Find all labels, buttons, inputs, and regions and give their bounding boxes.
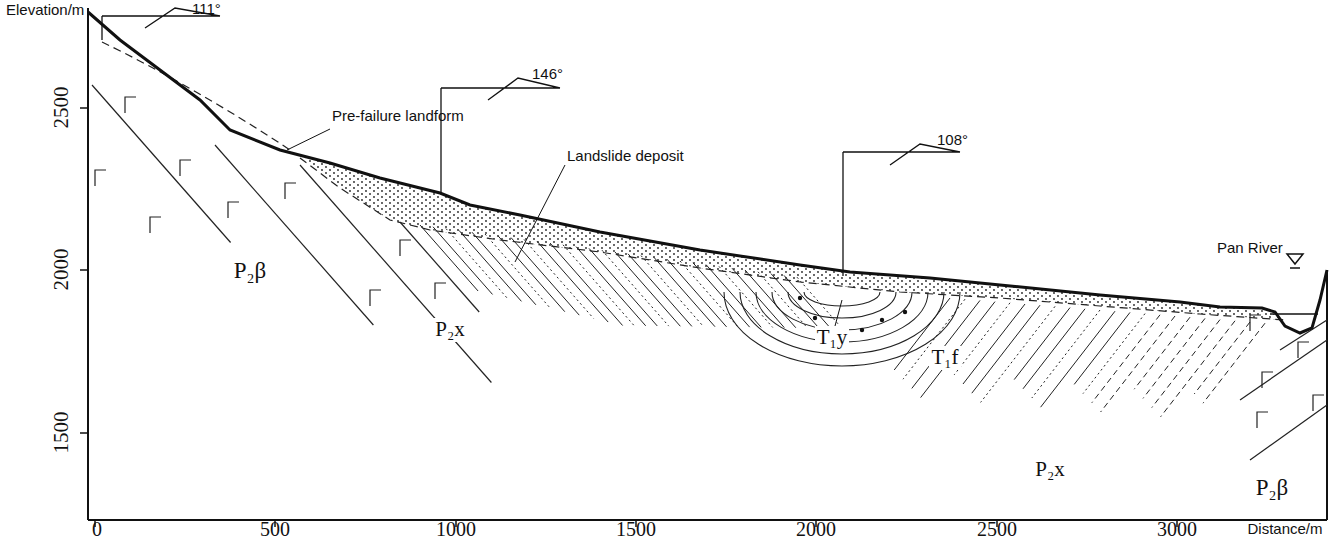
basalt-symbol (400, 240, 411, 256)
tick (80, 432, 88, 434)
syncline-fold (788, 292, 896, 318)
leader-lines (287, 129, 842, 326)
bedding-line (954, 303, 1010, 375)
bedding-line (1250, 405, 1327, 460)
bedding-line (1143, 318, 1205, 398)
bedding-line (963, 304, 1025, 384)
basalt-symbol (1262, 372, 1273, 388)
bedding-line (1083, 314, 1145, 394)
dip-angle: 108° (935, 132, 970, 149)
tick-label: 2000 (794, 518, 838, 540)
bedding-line (537, 241, 608, 322)
syncline-fold (724, 292, 960, 366)
basalt-symbol (1257, 412, 1268, 428)
tick-label: 1000 (434, 518, 478, 540)
dip-markers (102, 8, 960, 276)
basalt-symbol (370, 290, 381, 306)
callout-label: Pre-failure landform (330, 108, 466, 125)
basalt-symbol (285, 183, 296, 199)
tick-label: 2500 (50, 85, 73, 131)
bedding-line (903, 299, 965, 379)
basalt-symbol (95, 170, 106, 186)
bedding-line (1074, 312, 1130, 384)
bedding-line (550, 243, 623, 326)
dip-angle: 111° (190, 1, 223, 18)
landslide-deposit (300, 158, 1285, 320)
dip-angle: 146° (530, 66, 565, 83)
bedding-line (1280, 320, 1327, 350)
conglomerate-dot (860, 328, 864, 332)
basalt-symbol (228, 202, 239, 218)
formation-label: P₂β (1254, 475, 1291, 500)
bedding-line (1041, 311, 1115, 407)
formation-label: T₁f (929, 346, 960, 369)
formation-label: P₂x (1033, 458, 1067, 481)
conglomerate-dot (798, 296, 802, 300)
bedding-line (981, 306, 1055, 402)
tick (80, 107, 88, 109)
formation-label: P₂x (433, 318, 467, 341)
bedding-line (1203, 323, 1265, 403)
bedding-line (1134, 317, 1190, 389)
basalt-symbol (1313, 395, 1324, 411)
axis-title: Distance/m (1245, 521, 1324, 538)
basalt-symbol (150, 217, 161, 233)
river-label: Pan River (1215, 240, 1285, 257)
water-level (1270, 254, 1318, 314)
bedding-line (1161, 321, 1235, 417)
tick-label: 3000 (1155, 518, 1199, 540)
bedding-line (563, 245, 634, 326)
axis-title: Elevation/m (4, 2, 86, 19)
syncline-fold (772, 292, 912, 330)
callout-label: Landslide deposit (565, 148, 686, 165)
conglomerate-dot (880, 318, 884, 322)
conglomerate-dot (813, 316, 817, 320)
formation-label: T₁y (815, 326, 850, 349)
bedding-line (1194, 322, 1250, 394)
tick-label: 0 (90, 518, 104, 540)
tick-label: 500 (258, 518, 292, 540)
syncline-fold (804, 292, 880, 306)
tick (80, 269, 88, 271)
tick-label: 2000 (50, 247, 73, 293)
axis-ticks (80, 108, 1177, 527)
bedding-line (1240, 340, 1327, 400)
bedding-line (524, 239, 594, 318)
tick-label: 1500 (50, 410, 73, 456)
deposit-base (300, 158, 1285, 320)
bedding-line (576, 247, 646, 326)
basalt-symbol (125, 97, 136, 113)
axes (88, 8, 1327, 520)
formation-label: P₂β (232, 258, 269, 283)
basalt-symbol (180, 160, 191, 176)
bedding-line (921, 302, 995, 398)
conglomerate-dot (903, 310, 907, 314)
basalt-symbol (435, 283, 446, 299)
basalt-symbols (95, 97, 1324, 428)
basalt-symbol (1298, 342, 1309, 358)
tick-label: 1500 (614, 518, 658, 540)
ground-surface (88, 12, 1327, 333)
bedding-line (1101, 316, 1175, 412)
bedding-line (1014, 308, 1070, 380)
bedding-line (1023, 309, 1085, 389)
tick-label: 2500 (975, 518, 1019, 540)
